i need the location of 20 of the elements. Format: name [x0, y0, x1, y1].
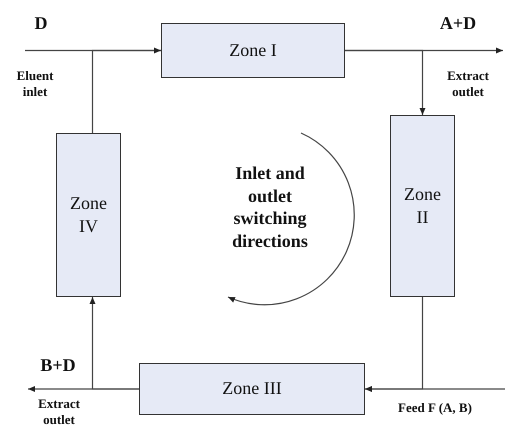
zone-box [161, 23, 345, 78]
zone-label: Zone II [403, 182, 442, 229]
flow-arrow [90, 297, 139, 390]
stream-label: Eluent inlet [16, 68, 54, 100]
stream-label: Inlet and outlet switching directions [231, 162, 309, 252]
stream-label: A+D [438, 12, 478, 34]
flow-arrow [92, 48, 161, 133]
stream-label: B+D [39, 354, 77, 376]
zone-label: Zone I [229, 38, 277, 62]
zone-label: Zone III [222, 377, 282, 400]
flow-arrow [345, 50, 426, 115]
zone-box [390, 115, 455, 297]
stream-label: Feed F (A, B) [397, 400, 473, 416]
flow-arrow [365, 386, 505, 392]
zone-box [139, 363, 365, 415]
zone-box [56, 133, 121, 297]
stream-label: Extract outlet [446, 68, 490, 100]
stream-label: Extract outlet [38, 396, 80, 428]
zone-label: Zone IV [69, 192, 108, 238]
stream-label: D [34, 12, 48, 34]
